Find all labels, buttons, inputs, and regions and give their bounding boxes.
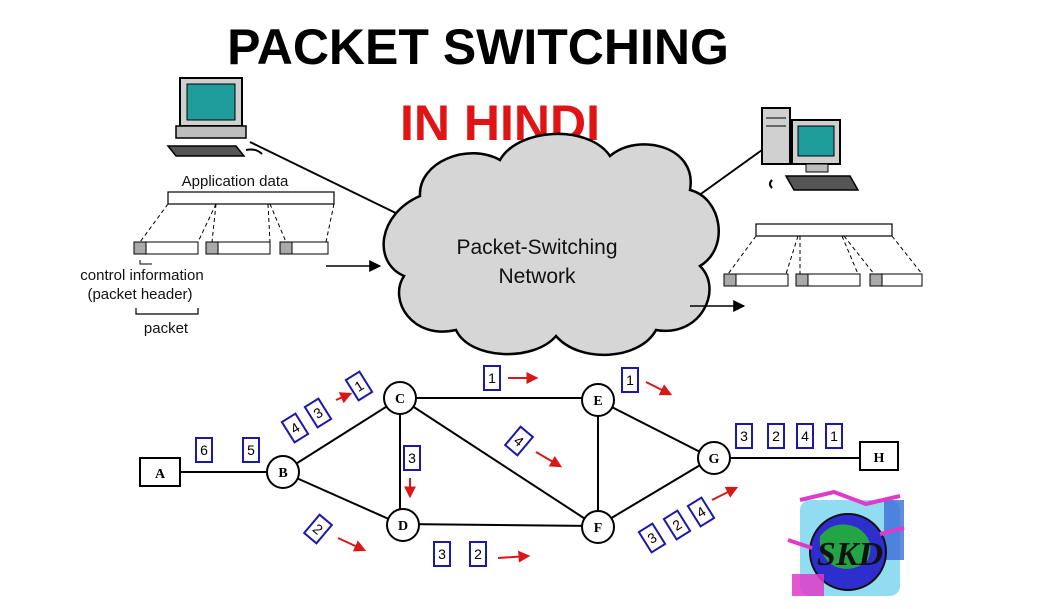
packet-box: 3 <box>637 522 667 554</box>
cloud-label-line1: Packet-Switching <box>456 236 617 259</box>
packet-box: 3 <box>433 541 451 567</box>
control-info-label-line1: control information <box>80 267 203 284</box>
packet-box: 6 <box>195 437 213 463</box>
logo-text: SKD <box>817 536 883 573</box>
node-d: D <box>386 508 420 542</box>
node-b: B <box>266 455 300 489</box>
graph-edges <box>180 397 860 527</box>
node-f: F <box>581 510 615 544</box>
svg-text:1: 1 <box>626 372 634 388</box>
node-a: A <box>139 457 181 487</box>
packets: 6 5 4 3 1 1 1 3 <box>195 365 843 567</box>
packet-box: 2 <box>302 513 334 545</box>
packet-row-left <box>133 241 329 255</box>
packet-box: 1 <box>621 367 639 393</box>
direction-arrows <box>335 372 739 563</box>
reassembly-panel <box>690 223 923 312</box>
node-h: H <box>859 441 899 471</box>
node-c: C <box>383 381 417 415</box>
svg-text:1: 1 <box>830 428 838 444</box>
svg-text:H: H <box>874 451 885 466</box>
left-computer <box>166 77 263 157</box>
svg-text:1: 1 <box>488 370 496 386</box>
packet-box: 4 <box>503 425 535 457</box>
svg-text:2: 2 <box>772 428 780 444</box>
svg-text:5: 5 <box>247 442 255 458</box>
packet-box: 2 <box>767 423 785 449</box>
packet-box: 1 <box>483 365 501 391</box>
svg-text:F: F <box>594 521 603 536</box>
svg-text:6: 6 <box>200 442 208 458</box>
application-data-bar <box>167 191 335 205</box>
node-g: G <box>697 441 731 475</box>
packet-box: 3 <box>303 397 333 429</box>
svg-text:C: C <box>395 392 405 407</box>
page-title: PACKET SWITCHING <box>227 19 729 75</box>
svg-text:B: B <box>278 466 287 481</box>
packet-box: 1 <box>344 370 374 402</box>
packet-row-right <box>723 273 923 287</box>
packet-box: 4 <box>796 423 814 449</box>
application-data-panel: Application data control information (pa… <box>80 173 382 337</box>
application-data-label: Application data <box>182 173 289 190</box>
svg-text:2: 2 <box>474 546 482 562</box>
reassembled-data-bar <box>755 223 893 237</box>
svg-text:4: 4 <box>801 428 809 444</box>
svg-text:3: 3 <box>438 546 446 562</box>
skd-logo: SKD <box>787 489 905 596</box>
right-computer <box>761 107 860 191</box>
packet-box: 1 <box>825 423 843 449</box>
packet-label: packet <box>144 320 189 337</box>
packet-box: 4 <box>280 412 310 444</box>
svg-text:A: A <box>155 467 166 482</box>
svg-text:D: D <box>398 519 408 534</box>
cloud-label-line2: Network <box>498 265 576 288</box>
packet-box: 2 <box>662 509 692 541</box>
svg-text:3: 3 <box>740 428 748 444</box>
node-e: E <box>581 383 615 417</box>
svg-text:3: 3 <box>408 450 416 466</box>
packet-box: 3 <box>403 445 421 471</box>
svg-text:G: G <box>709 452 720 467</box>
packet-box: 2 <box>469 541 487 567</box>
packet-box: 5 <box>242 437 260 463</box>
svg-text:E: E <box>593 394 602 409</box>
packet-box: 4 <box>686 496 716 528</box>
control-info-label-line2: (packet header) <box>87 286 192 303</box>
packet-box: 3 <box>735 423 753 449</box>
